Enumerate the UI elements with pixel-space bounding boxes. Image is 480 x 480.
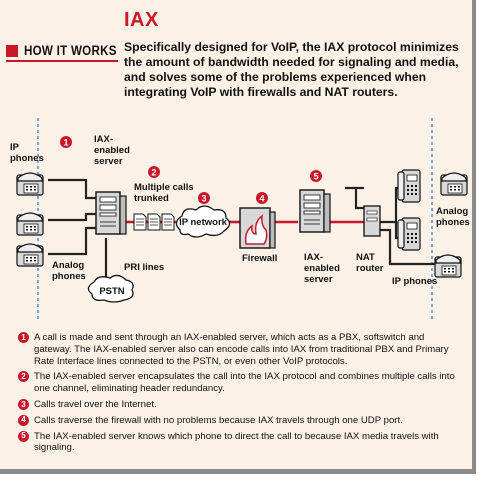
step-badge-4: 4 bbox=[256, 192, 268, 204]
step-notes: 1 A call is made and sent through an IAX… bbox=[18, 332, 464, 458]
step-note-text: Calls travel over the Internet. bbox=[34, 398, 157, 410]
pstn-cloud-icon bbox=[87, 274, 134, 303]
iax-server-right-icon bbox=[299, 189, 331, 233]
analog-phone-icon bbox=[16, 243, 44, 267]
step-number-badge: 3 bbox=[18, 398, 29, 410]
step-note-text: Calls traverse the firewall with no prob… bbox=[34, 414, 403, 426]
step-number-badge: 2 bbox=[18, 371, 29, 383]
ip-phone-icon bbox=[16, 172, 44, 196]
infographic-frame: IAX HOW IT WORKS Specifically designed f… bbox=[0, 0, 476, 474]
pri-lines-label: PRI lines bbox=[124, 262, 164, 273]
ip-phone-icon bbox=[16, 212, 44, 236]
nat-router-icon bbox=[363, 205, 381, 237]
step-badge-5: 5 bbox=[310, 170, 322, 182]
step-note-text: The IAX-enabled server encapsulates the … bbox=[34, 371, 455, 395]
svg-text:4: 4 bbox=[259, 194, 264, 204]
step-note: 4 Calls traverse the firewall with no pr… bbox=[18, 414, 464, 427]
ip-phones-right-label: IP phones bbox=[392, 276, 437, 287]
step-note-text: The IAX-enabled server knows which phone… bbox=[34, 430, 439, 454]
page-title: IAX bbox=[124, 9, 159, 31]
step-badge-1: 1 bbox=[60, 136, 72, 148]
document-icon bbox=[161, 213, 175, 231]
firewall-label: Firewall bbox=[242, 253, 277, 264]
ip-phone-icon bbox=[397, 217, 421, 251]
section-label: HOW IT WORKS bbox=[6, 43, 132, 58]
pstn-label: PSTN bbox=[99, 286, 124, 297]
step-number-badge: 1 bbox=[18, 332, 29, 343]
ip-network-cloud-icon bbox=[175, 205, 231, 238]
step-number-badge: 4 bbox=[18, 414, 29, 426]
firewall-icon bbox=[239, 207, 276, 249]
step-number-badge: 5 bbox=[18, 430, 29, 442]
step-note-text: A call is made and sent through an IAX-e… bbox=[34, 332, 449, 367]
ip-network-label: IP network bbox=[179, 217, 228, 228]
section-bullet-icon bbox=[6, 44, 18, 57]
section-rule bbox=[6, 60, 118, 62]
document-icon bbox=[133, 213, 147, 231]
step-note: 5 The IAX-enabled server knows which pho… bbox=[18, 430, 464, 455]
step-note: 1 A call is made and sent through an IAX… bbox=[18, 332, 464, 367]
step-badge-3: 3 bbox=[198, 192, 210, 204]
svg-text:5: 5 bbox=[313, 172, 318, 182]
analog-phone-icon bbox=[440, 172, 468, 196]
step-note: 2 The IAX-enabled server encapsulates th… bbox=[18, 371, 464, 395]
document-icon bbox=[147, 213, 161, 231]
analog-phone-icon bbox=[434, 254, 462, 278]
svg-text:3: 3 bbox=[201, 194, 206, 204]
ip-phone-icon bbox=[397, 169, 421, 203]
iax-server-left-icon bbox=[95, 191, 127, 235]
step-note: 3 Calls travel over the Internet. bbox=[18, 398, 464, 411]
svg-text:2: 2 bbox=[151, 168, 156, 178]
section-label-text: HOW IT WORKS bbox=[24, 43, 117, 58]
step-badge-2: 2 bbox=[148, 166, 160, 178]
svg-text:1: 1 bbox=[63, 138, 68, 148]
intro-text: Specifically designed for VoIP, the IAX … bbox=[124, 40, 459, 99]
